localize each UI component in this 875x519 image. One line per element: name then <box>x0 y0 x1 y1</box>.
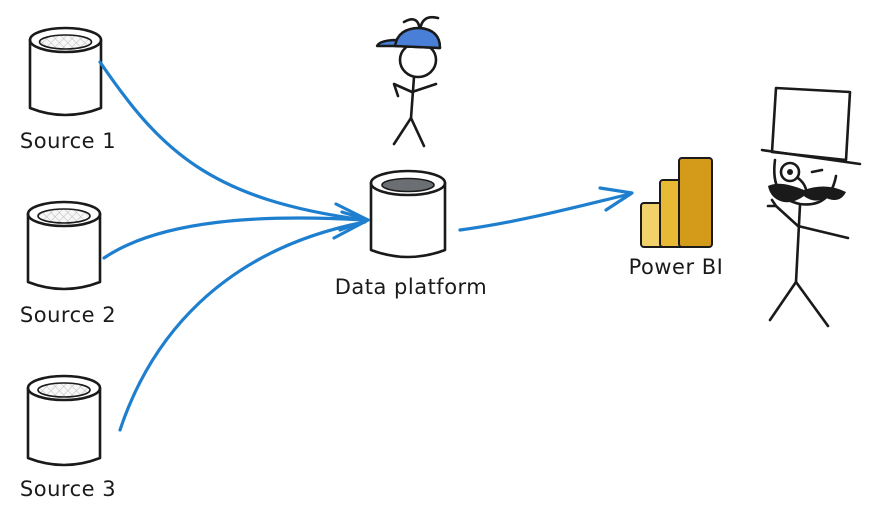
arrow-platform-to-powerbi <box>458 192 632 232</box>
source-1-label: Source 1 <box>20 129 116 153</box>
data-platform-label: Data platform <box>335 275 488 299</box>
arrowhead-powerbi-icon <box>598 186 634 212</box>
source-1-database-icon <box>28 26 103 117</box>
source-3-database-icon <box>26 374 102 467</box>
data-platform-database-icon <box>369 169 447 259</box>
source-2-label: Source 2 <box>20 303 116 327</box>
arrow-source-1-to-platform <box>98 60 367 222</box>
power-bi-logo-icon <box>640 157 713 248</box>
source-3-label: Source 3 <box>20 477 116 501</box>
top-hat-monocle-stick-figure-icon <box>760 86 862 328</box>
source-2-database-icon <box>26 200 102 291</box>
power-bi-label: Power BI <box>629 255 724 279</box>
arrowhead-platform-secondary-icon <box>338 210 370 232</box>
arrow-source-3-to-platform <box>118 220 367 432</box>
propeller-cap-stick-figure-icon <box>375 15 442 148</box>
arrow-source-2-to-platform <box>102 216 367 260</box>
